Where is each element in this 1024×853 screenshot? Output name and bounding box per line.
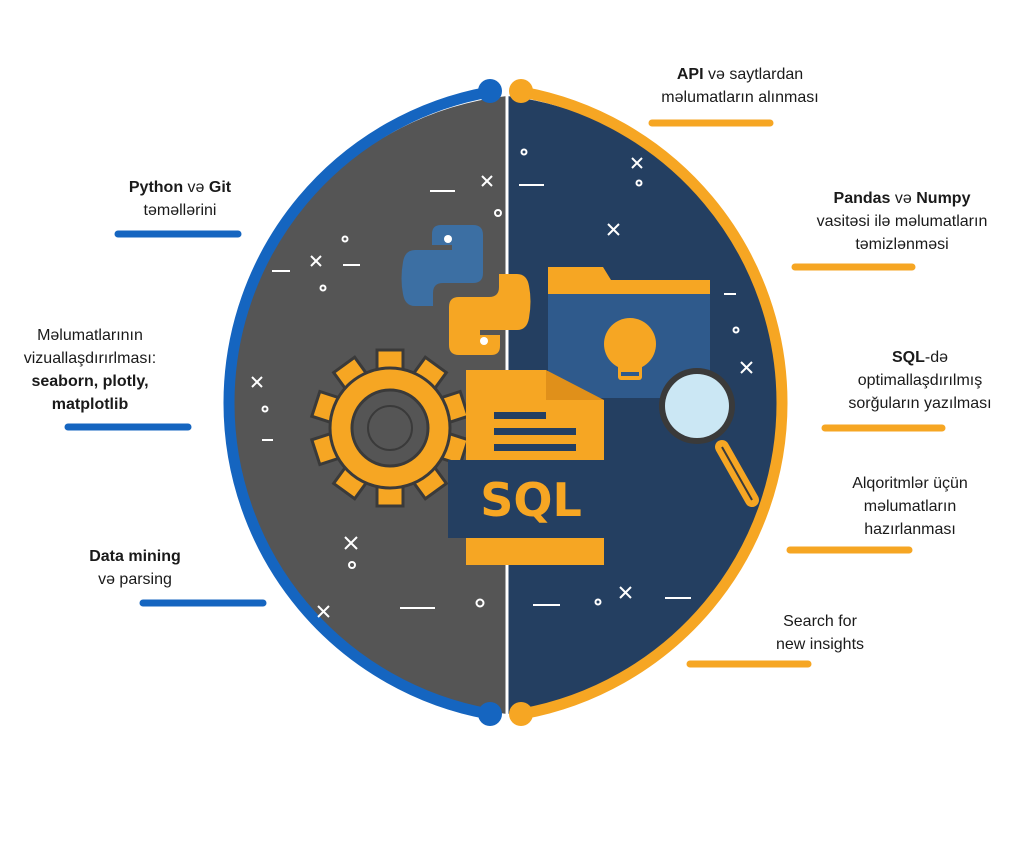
label-sql-optimized: SQL-də optimallaşdırılmış sorğuların yaz…: [848, 349, 992, 412]
left-arc-cap-top: [478, 79, 502, 103]
lightbulb-icon: [604, 318, 656, 380]
sql-label: SQL: [480, 473, 582, 527]
decorations: [251, 148, 753, 618]
label-python-git: Python və Git təməllərini: [128, 179, 232, 219]
right-arc: [516, 86, 788, 720]
label-api: API və saytlardan məlumatların alınması: [661, 66, 819, 106]
right-arc-cap-bottom: [509, 702, 533, 726]
label-data-mining: Data mining və parsing: [89, 548, 181, 588]
right-arc-cap-top: [509, 79, 533, 103]
python-logo-icon: [401, 225, 531, 355]
label-pandas-numpy: Pandas və Numpy vasitəsi ilə məlumatları…: [816, 190, 988, 253]
magnifier-icon: [659, 368, 759, 507]
left-arc-cap-bottom: [478, 702, 502, 726]
left-arc: [223, 86, 495, 720]
label-algorithms: Alqoritmlər üçün məlumatların hazırlanma…: [852, 475, 968, 538]
sql-document-icon: SQL: [448, 370, 614, 565]
gear-icon: [309, 348, 471, 508]
label-visualization: Məlumatlarının vizuallaşdırırlması: seab…: [23, 327, 157, 413]
label-search-insights: Search for new insights: [775, 613, 865, 653]
